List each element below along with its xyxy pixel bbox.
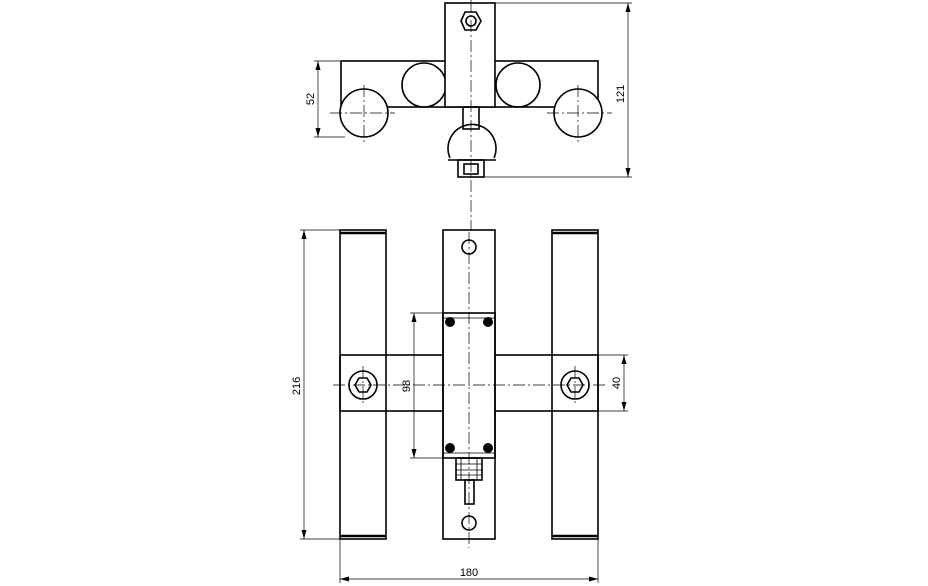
dim-98-label: 98: [401, 380, 413, 392]
top-view-wheel-inner-left: [401, 62, 447, 108]
dim-52-label: 52: [305, 93, 317, 105]
dimension-lines: [300, 2, 632, 583]
top-view-wheel-inner-right: [495, 62, 541, 108]
dim-40-label: 40: [611, 377, 623, 389]
top-view-center-post: [444, 2, 496, 108]
dim-216-label: 216: [291, 377, 303, 395]
bolt-bottom-left: [445, 443, 455, 453]
front-view-adjuster-screw: [464, 479, 475, 505]
front-view-left-leg: [339, 229, 387, 540]
front-view-bolts: [445, 317, 493, 453]
bolt-top-left: [445, 317, 455, 327]
top-view-ball-joint: [447, 123, 497, 159]
dim-121-label: 121: [615, 85, 627, 103]
front-view-centerlines: [333, 232, 605, 548]
front-view-left-hex-icon: [354, 377, 372, 393]
dimension-arrows: [301, 3, 631, 582]
bolt-bottom-right: [483, 443, 493, 453]
front-view-right-leg: [551, 229, 599, 540]
bolt-top-right: [483, 317, 493, 327]
top-view-hex-nut: [460, 11, 482, 31]
top-view-centerlines: [330, 0, 612, 232]
dim-180-label: 180: [460, 567, 478, 579]
